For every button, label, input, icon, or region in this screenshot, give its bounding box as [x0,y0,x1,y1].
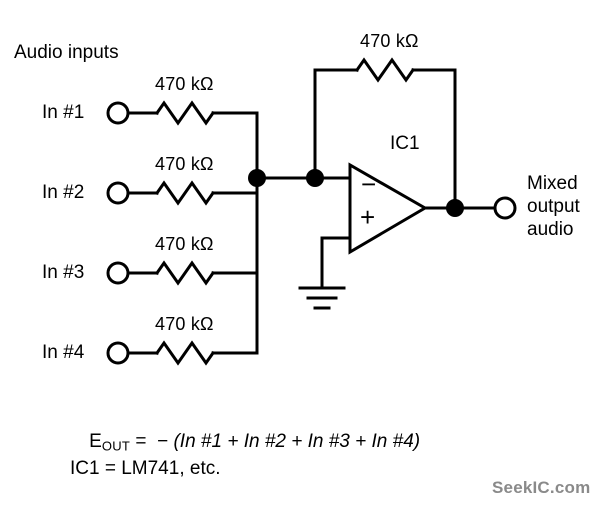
feedback-network [313,57,457,210]
junction-dot-summing-node [248,169,266,187]
equation-operator: = − [130,431,174,453]
input-branch-3 [106,260,259,286]
watermark: SeekIC.com [492,478,591,497]
input-label-1: In #1 [42,102,85,123]
resistor-2-label: 470 kΩ [155,154,214,174]
output-terminal [493,196,517,220]
opamp-triangle [348,162,428,255]
input-branch-2 [106,180,259,206]
input-terminal-4 [106,341,130,365]
resistor-3-zigzag [154,260,216,286]
resistor-4-label: 470 kΩ [155,314,214,334]
resistor-2-zigzag [154,180,216,206]
audio-inputs-label: Audio inputs [14,42,119,63]
ic1-label: IC1 [390,133,420,154]
resistor-4-zigzag [154,340,216,366]
resistor-1-label: 470 kΩ [155,74,214,94]
opamp-inverting-input-sign: − [361,169,377,199]
input-terminal-2 [106,181,130,205]
input-label-2: In #2 [42,182,85,203]
resistor-1-zigzag [154,100,216,126]
equation-subscript: OUT [101,438,131,454]
feedback-resistor-zigzag [354,57,416,83]
input-label-4: In #4 [42,342,85,363]
resistor-3-label: 470 kΩ [155,234,214,254]
input-branch-1 [106,100,259,126]
output-equation: EOUT = − (In #1 + In #2 + In #3 + In #4) [68,410,420,476]
input-branch-4 [106,340,259,366]
ic-note: IC1 = LM741, etc. [70,458,221,479]
output-network [423,196,517,220]
input-label-3: In #3 [42,262,85,283]
output-label-line-3: audio [527,219,574,240]
input-terminal-1 [106,101,130,125]
input-terminal-3 [106,261,130,285]
junction-dot-feedback-node [306,169,324,187]
output-label-line-2: output [527,196,580,217]
feedback-resistor-label: 470 kΩ [360,31,419,51]
junction-dot-output-node [446,199,464,217]
opamp-noninverting-input-sign: + [360,202,376,232]
equation-expression: (In #1 + In #2 + In #3 + In #4) [173,431,421,453]
ground-network [298,236,352,310]
equation-symbol: E [89,431,102,453]
output-label-line-1: Mixed [527,173,578,194]
